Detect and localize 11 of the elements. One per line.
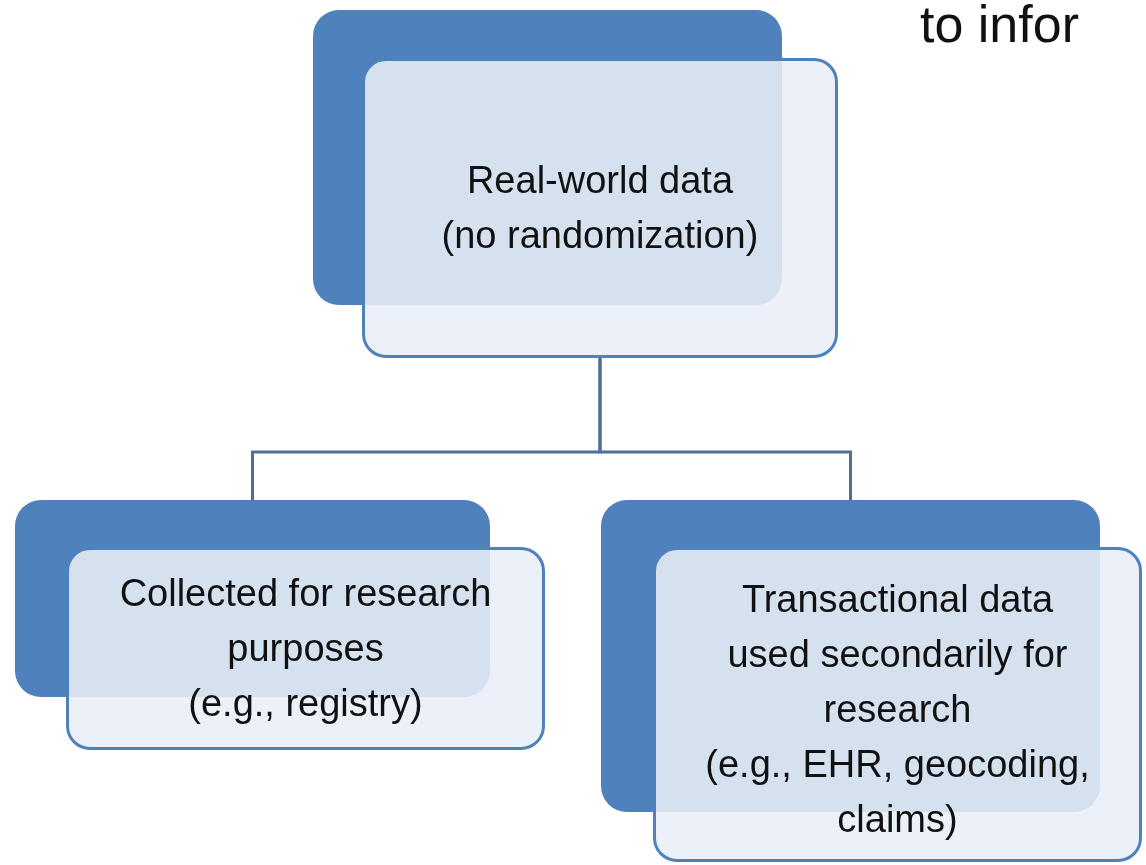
text-box — [362, 58, 838, 358]
text-box — [653, 547, 1142, 862]
node-title: Collected for research purposes — [118, 570, 493, 671]
node-example: (e.g., EHR, geocoding, claims) — [704, 742, 1091, 843]
partial-heading: to infor — [920, 0, 1079, 54]
node-title: Real-world data — [466, 157, 734, 203]
node-example: (no randomization) — [441, 213, 759, 258]
node-example: (e.g., registry) — [188, 681, 423, 727]
node-title: Transactional data used secondarily for research — [726, 576, 1069, 732]
connector-line — [598, 358, 852, 500]
text-box — [66, 547, 545, 750]
